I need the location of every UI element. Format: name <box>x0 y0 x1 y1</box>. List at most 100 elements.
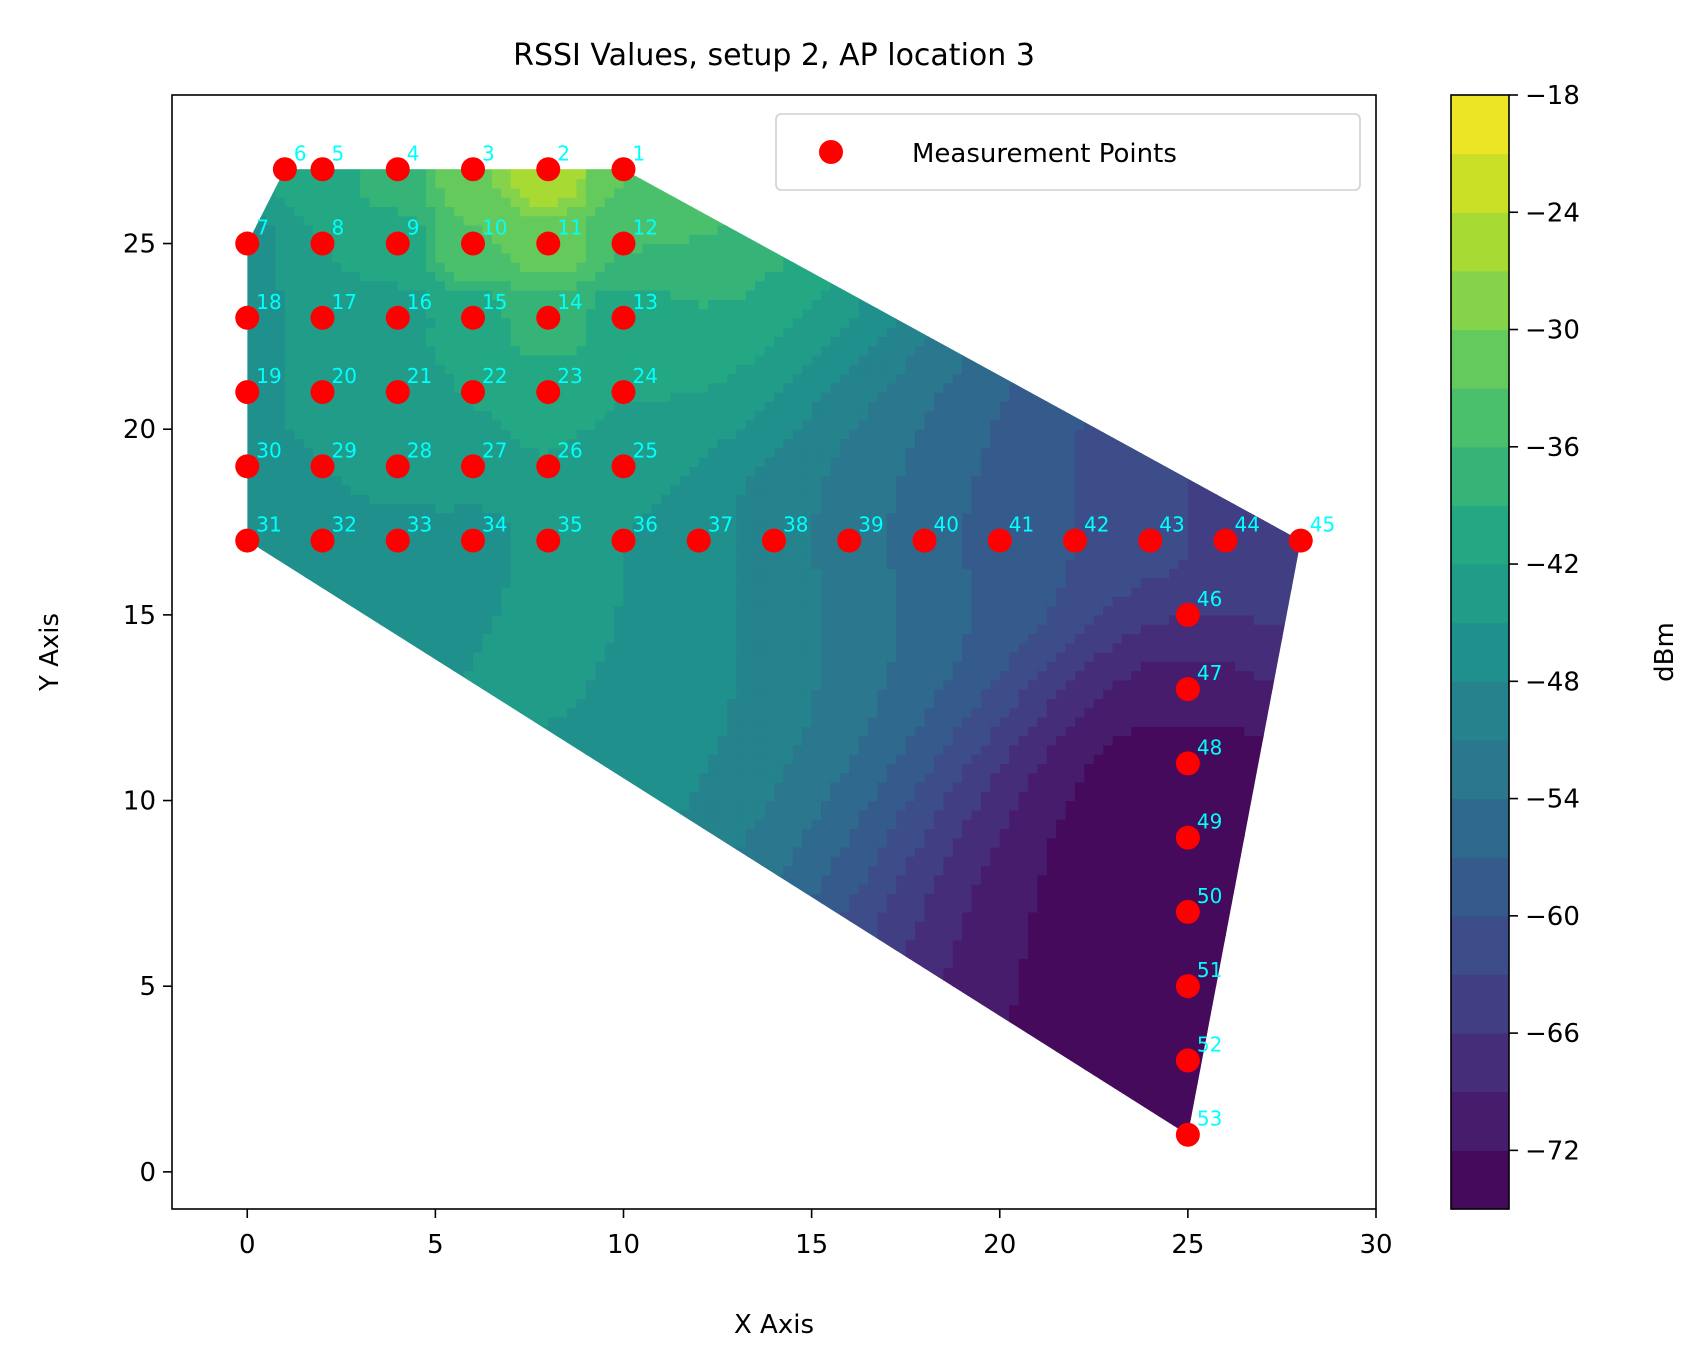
y-tick-label: 10 <box>123 787 156 817</box>
y-tick-label: 20 <box>123 415 156 445</box>
colorbar-level <box>1451 1033 1509 1092</box>
x-tick-label: 20 <box>983 1230 1016 1260</box>
colorbar-level <box>1451 388 1509 447</box>
x-tick-label: 10 <box>607 1230 640 1260</box>
colorbar-tick-label: −72 <box>1525 1136 1580 1166</box>
colorbar-level <box>1451 799 1509 858</box>
point-label-31: 31 <box>256 513 281 537</box>
colorbar-tick-label: −18 <box>1525 81 1580 111</box>
point-label-2: 2 <box>557 141 570 165</box>
point-label-35: 35 <box>557 513 582 537</box>
point-label-25: 25 <box>633 438 658 462</box>
point-label-48: 48 <box>1197 735 1222 759</box>
colorbar-level <box>1451 330 1509 389</box>
colorbar-level <box>1451 1092 1509 1151</box>
colorbar-label: dBm <box>1650 622 1680 682</box>
point-label-45: 45 <box>1310 513 1335 537</box>
point-label-15: 15 <box>482 290 507 314</box>
colorbar-level <box>1451 447 1509 506</box>
point-label-39: 39 <box>858 513 883 537</box>
point-label-49: 49 <box>1197 810 1222 834</box>
point-label-32: 32 <box>332 513 357 537</box>
point-label-24: 24 <box>633 364 658 388</box>
point-label-34: 34 <box>482 513 507 537</box>
x-axis-label: X Axis <box>734 1310 814 1340</box>
point-label-36: 36 <box>633 513 658 537</box>
point-label-42: 42 <box>1084 513 1109 537</box>
point-label-51: 51 <box>1197 958 1222 982</box>
colorbar-level <box>1451 271 1509 330</box>
point-label-14: 14 <box>557 290 582 314</box>
point-label-16: 16 <box>407 290 432 314</box>
point-label-40: 40 <box>934 513 959 537</box>
point-label-19: 19 <box>256 364 281 388</box>
point-label-30: 30 <box>256 438 281 462</box>
point-label-22: 22 <box>482 364 507 388</box>
point-label-27: 27 <box>482 438 507 462</box>
y-tick-label: 15 <box>123 601 156 631</box>
colorbar-level <box>1451 154 1509 213</box>
colorbar-level <box>1451 916 1509 975</box>
x-tick-label: 0 <box>239 1230 256 1260</box>
y-tick-label: 5 <box>139 972 156 1002</box>
point-label-9: 9 <box>407 216 420 240</box>
colorbar-level <box>1451 1150 1509 1209</box>
legend: Measurement Points <box>776 114 1360 190</box>
point-label-6: 6 <box>294 141 307 165</box>
point-label-18: 18 <box>256 290 281 314</box>
point-label-53: 53 <box>1197 1107 1222 1131</box>
point-label-20: 20 <box>332 364 357 388</box>
point-label-33: 33 <box>407 513 432 537</box>
colorbar-tick-label: −36 <box>1525 433 1580 463</box>
colorbar-tick-label: −24 <box>1525 198 1580 228</box>
y-tick-label: 0 <box>139 1158 156 1188</box>
point-label-21: 21 <box>407 364 432 388</box>
point-label-3: 3 <box>482 141 495 165</box>
point-label-52: 52 <box>1197 1032 1222 1056</box>
point-label-37: 37 <box>708 513 733 537</box>
x-tick-label: 15 <box>795 1230 828 1260</box>
colorbar-tick-label: −42 <box>1525 550 1580 580</box>
colorbar-level <box>1451 857 1509 916</box>
point-label-11: 11 <box>557 216 582 240</box>
colorbar-level <box>1451 564 1509 623</box>
colorbar-tick-label: −66 <box>1525 1019 1580 1049</box>
colorbar-level <box>1451 974 1509 1033</box>
point-label-1: 1 <box>633 141 646 165</box>
y-tick-label: 25 <box>123 230 156 260</box>
point-label-7: 7 <box>256 216 269 240</box>
colorbar-level <box>1451 95 1509 154</box>
point-label-5: 5 <box>332 141 345 165</box>
colorbar-tick-label: −54 <box>1525 785 1580 815</box>
point-label-29: 29 <box>332 438 357 462</box>
point-label-38: 38 <box>783 513 808 537</box>
x-tick-label: 5 <box>427 1230 444 1260</box>
x-tick-label: 25 <box>1171 1230 1204 1260</box>
legend-label: Measurement Points <box>912 139 1177 169</box>
colorbar-level <box>1451 505 1509 564</box>
point-label-8: 8 <box>332 216 345 240</box>
colorbar-level <box>1451 681 1509 740</box>
colorbar-level <box>1451 623 1509 682</box>
point-label-23: 23 <box>557 364 582 388</box>
point-label-10: 10 <box>482 216 507 240</box>
legend-marker <box>819 140 843 164</box>
point-label-44: 44 <box>1235 513 1260 537</box>
point-label-28: 28 <box>407 438 432 462</box>
colorbar <box>1451 95 1509 1210</box>
colorbar-ticks: −18 −24 −30 −36 −42 −48 −54 −60 −66 −72 <box>1509 81 1580 1166</box>
colorbar-tick-label: −30 <box>1525 316 1580 346</box>
colorbar-level <box>1451 212 1509 271</box>
y-axis-label: Y Axis <box>35 613 65 692</box>
point-label-13: 13 <box>633 290 658 314</box>
colorbar-tick-label: −60 <box>1525 902 1580 932</box>
point-label-46: 46 <box>1197 587 1222 611</box>
point-label-17: 17 <box>332 290 357 314</box>
chart-title: RSSI Values, setup 2, AP location 3 <box>513 38 1035 73</box>
point-label-43: 43 <box>1159 513 1184 537</box>
point-label-12: 12 <box>633 216 658 240</box>
colorbar-tick-label: −48 <box>1525 667 1580 697</box>
